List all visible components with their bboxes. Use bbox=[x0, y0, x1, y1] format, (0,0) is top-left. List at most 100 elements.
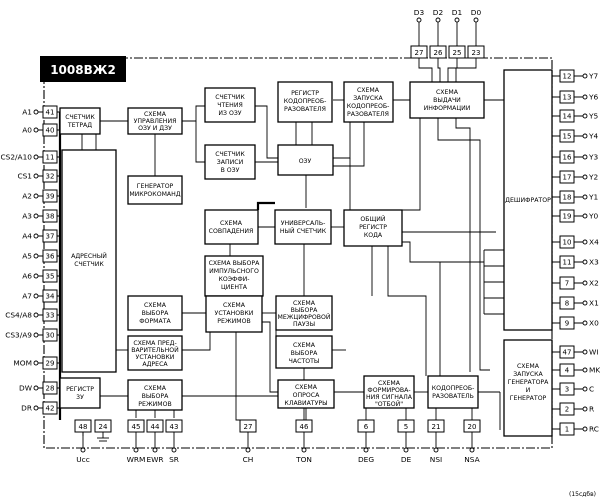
pin-number: 1 bbox=[565, 426, 569, 434]
pin-box bbox=[429, 45, 447, 59]
pin-number: 38 bbox=[46, 213, 55, 221]
svg-text:СХЕМА ПРЕД-: СХЕМА ПРЕД- bbox=[133, 340, 176, 347]
pin-number: 9 bbox=[565, 320, 569, 328]
pin-box bbox=[42, 123, 58, 137]
pin-label: MOM bbox=[13, 359, 32, 368]
pin-label: A0 bbox=[22, 126, 32, 135]
svg-text:СХЕМА: СХЕМА bbox=[517, 363, 540, 370]
svg-text:ДЕШИФРАТОР: ДЕШИФРАТОР bbox=[505, 197, 551, 204]
pin-box bbox=[559, 90, 575, 104]
pin-box bbox=[42, 169, 58, 183]
svg-text:МИКРОКОМАНД: МИКРОКОМАНД bbox=[129, 191, 180, 198]
pin-terminal bbox=[152, 447, 158, 453]
pin-label: X1 bbox=[589, 299, 599, 308]
svg-text:ОПРОСА: ОПРОСА bbox=[293, 392, 320, 399]
svg-text:СХЕМА: СХЕМА bbox=[220, 220, 243, 227]
pin-terminal bbox=[33, 273, 39, 279]
svg-text:ВАРИТЕЛЬНОЙ: ВАРИТЕЛЬНОЙ bbox=[131, 345, 179, 354]
pin-terminal bbox=[582, 259, 588, 265]
pin-number: 46 bbox=[300, 423, 309, 431]
pin-number: 11 bbox=[563, 259, 572, 267]
pin-terminal bbox=[33, 233, 39, 239]
pin-label: X0 bbox=[589, 319, 599, 328]
pin-label: Y0 bbox=[588, 212, 599, 221]
pin-terminal bbox=[582, 73, 588, 79]
svg-text:НЫЙ СЧЕТЧИК: НЫЙ СЧЕТЧИК bbox=[280, 226, 327, 235]
pin-terminal bbox=[435, 17, 441, 23]
pin-number: 13 bbox=[563, 94, 572, 102]
pin-number: 37 bbox=[46, 233, 55, 241]
pin-terminal bbox=[582, 320, 588, 326]
pin-number: 7 bbox=[565, 280, 569, 288]
svg-text:СОВПАДЕНИЯ: СОВПАДЕНИЯ bbox=[209, 228, 254, 235]
svg-text:ГЕНЕРАТОРА: ГЕНЕРАТОРА bbox=[508, 379, 550, 386]
pin-terminal bbox=[582, 280, 588, 286]
pin-number: 2 bbox=[565, 406, 569, 414]
pin-terminal bbox=[33, 253, 39, 259]
block-write-counter: СЧЕТЧИК ЗАПИСИ В ОЗУ bbox=[204, 144, 256, 180]
block-address-presetting: СХЕМА ПРЕД- ВАРИТЕЛЬНОЙ УСТАНОВКИ АДРЕСА bbox=[127, 335, 183, 371]
pin-label: A4 bbox=[22, 232, 32, 241]
pin-label: Y2 bbox=[588, 173, 598, 182]
svg-text:ОЗУ И ДЗУ: ОЗУ И ДЗУ bbox=[138, 125, 172, 132]
pin-number: 35 bbox=[46, 273, 55, 281]
pin-label: A3 bbox=[22, 212, 32, 221]
pin-box bbox=[42, 356, 58, 370]
pin-number: 40 bbox=[46, 127, 55, 135]
pin-number: 47 bbox=[563, 349, 572, 357]
pin-a4: 37 A4 bbox=[22, 229, 60, 243]
pin-label: WRM bbox=[127, 455, 146, 464]
pin-terminal bbox=[33, 127, 39, 133]
pin-label: X4 bbox=[589, 238, 599, 247]
svg-text:СЧЕТЧИК: СЧЕТЧИК bbox=[74, 261, 104, 268]
svg-text:РЕЖИМОВ: РЕЖИМОВ bbox=[138, 401, 171, 408]
pin-label: NSI bbox=[430, 455, 442, 464]
pin-label: EWR bbox=[146, 455, 163, 464]
pin-box bbox=[42, 328, 58, 342]
pin-box bbox=[42, 401, 58, 415]
pin-box bbox=[559, 422, 575, 436]
pin-terminal bbox=[33, 293, 39, 299]
chip-title: 1008ВЖ2 bbox=[50, 63, 116, 77]
pin-number: 27 bbox=[415, 49, 424, 57]
pin-label: X2 bbox=[589, 279, 599, 288]
pin-box bbox=[42, 209, 58, 223]
pin-terminal bbox=[301, 447, 307, 453]
pin-number: 25 bbox=[453, 49, 462, 57]
pin-terminal bbox=[33, 332, 39, 338]
svg-text:КЛАВИАТУРЫ: КЛАВИАТУРЫ bbox=[284, 400, 327, 407]
pin-box bbox=[42, 229, 58, 243]
pin-box bbox=[448, 45, 466, 59]
svg-text:ФОРМАТА: ФОРМАТА bbox=[139, 318, 171, 325]
pin-number: 19 bbox=[563, 213, 572, 221]
pin-number: 26 bbox=[434, 49, 443, 57]
pin-label: Y1 bbox=[588, 193, 599, 202]
pin-y0: 19 Y0 bbox=[552, 209, 599, 223]
pin-label: NSA bbox=[464, 455, 479, 464]
pin-number: 42 bbox=[46, 405, 55, 413]
block-codeconverter-launch: СХЕМА ЗАПУСКА КОДОПРЕОБ- РАЗОВАТЕЛЯ bbox=[343, 81, 394, 123]
pin-box bbox=[559, 316, 575, 330]
pin-number: 24 bbox=[99, 423, 108, 431]
pin-terminal bbox=[33, 193, 39, 199]
pin-box bbox=[559, 296, 575, 310]
pin-number: 33 bbox=[46, 312, 55, 320]
pin-number: 30 bbox=[46, 332, 55, 340]
pin-box bbox=[559, 109, 575, 123]
pin-box bbox=[42, 189, 58, 203]
